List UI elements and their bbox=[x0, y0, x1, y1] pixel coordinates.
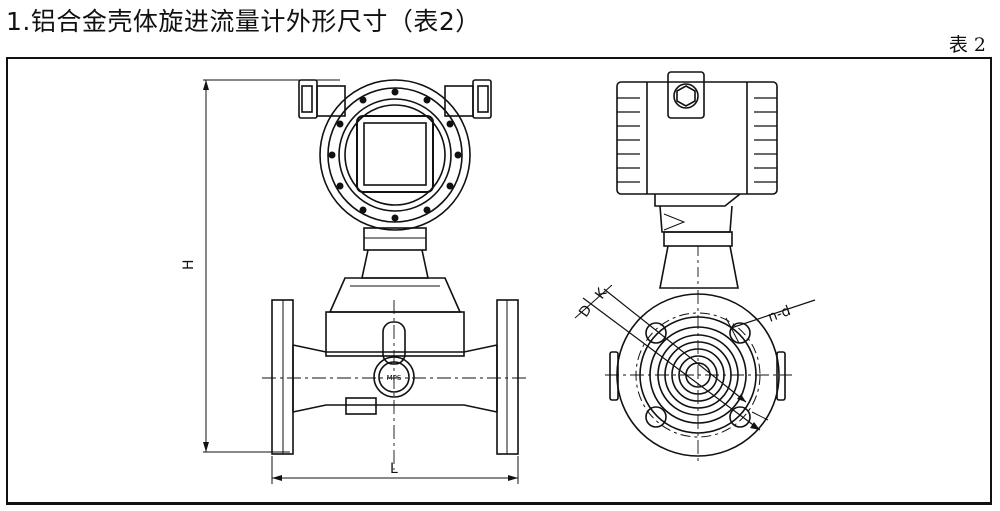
dim-label-length: L bbox=[390, 461, 398, 477]
table-number: 表 2 bbox=[948, 34, 986, 56]
section-heading: 1.铝合金壳体旋进流量计外形尺寸（表2） bbox=[6, 7, 481, 36]
dim-label-holes: n-d bbox=[766, 303, 793, 326]
drawing-frame bbox=[6, 57, 992, 505]
front-view bbox=[203, 79, 528, 484]
table-divider bbox=[6, 502, 992, 504]
pressure-badge-label: MPS bbox=[387, 374, 402, 382]
side-view bbox=[574, 71, 816, 462]
dim-label-height: H bbox=[181, 259, 197, 270]
